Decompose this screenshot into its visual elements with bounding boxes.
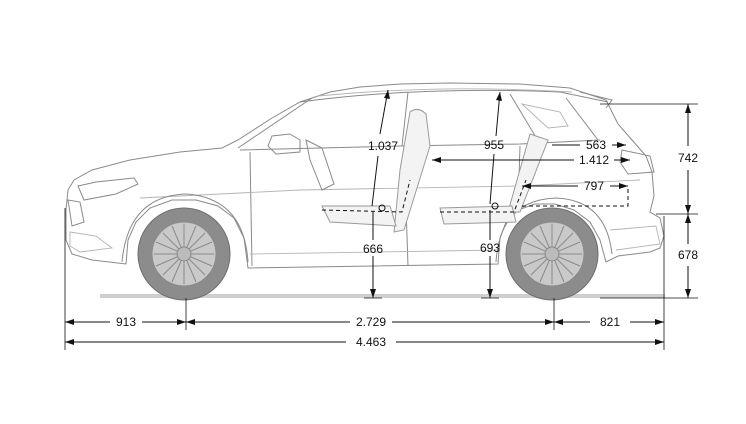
overall-length-label: 4.463: [356, 335, 386, 349]
wheelbase-label: 2.729: [356, 315, 386, 329]
front-seat-cushion: [321, 205, 397, 227]
steering-wheel: [305, 139, 335, 191]
rear-wheel: [505, 207, 599, 301]
cargo-length-floor-label: 797: [584, 179, 604, 193]
front-wheel: [137, 207, 231, 301]
cargo-floor-dashed-outline: [522, 186, 629, 207]
dim-front-overhang: 913: [65, 315, 186, 329]
car-body-outline: [65, 82, 665, 269]
dim-front-headroom: 1.037: [368, 89, 398, 207]
rear-hub: [544, 246, 560, 262]
cargo-length-folded-label: 1.412: [579, 153, 609, 167]
front-seat-dashed-outline: [321, 179, 411, 213]
d-pillar: [565, 97, 599, 141]
dim-front-seat-height: 666: [363, 212, 383, 299]
front-grille: [67, 199, 85, 227]
rear-seat-height-label: 693: [480, 241, 500, 255]
rear-seat-back: [507, 133, 549, 213]
front-bumper-intake: [69, 231, 114, 253]
tailgate-opening-height-label: 742: [678, 151, 698, 165]
taillight: [619, 149, 655, 175]
rear-overhang-label: 821: [600, 315, 620, 329]
dim-tailgate-opening-height: 742: [678, 104, 698, 214]
rear-spoiler: [579, 91, 613, 109]
rear-seat-cushion: [439, 205, 517, 225]
dim-cargo-length-folded: 1.412: [432, 153, 630, 167]
dim-overall-length: 4.463: [65, 335, 664, 349]
seats: [321, 108, 629, 233]
front-seat-height-label: 666: [363, 242, 383, 256]
rear-seat-dashed-outline: [440, 179, 527, 213]
roof-rail: [317, 88, 573, 97]
dim-cargo-length-upper: 563: [552, 138, 626, 152]
side-mirror: [267, 133, 301, 155]
front-seat-back: [393, 108, 431, 233]
dim-rear-seat-height: 693: [480, 210, 500, 299]
dim-rear-headroom: 955: [484, 91, 504, 205]
front-overhang-label: 913: [116, 315, 136, 329]
rear-wheel-arch: [495, 197, 613, 263]
front-wheel-arch: [121, 193, 249, 263]
rear-quarter-window: [520, 103, 569, 129]
front-headroom-label: 1.037: [368, 139, 398, 153]
cargo-length-upper-label: 563: [586, 138, 606, 152]
car-silhouette: [65, 82, 665, 269]
front-h-point-marker: [378, 204, 386, 212]
belt-line: [239, 139, 601, 151]
roof-line: [299, 89, 609, 103]
dim-rear-overhang: 821: [554, 315, 664, 329]
ground-line: [100, 294, 665, 298]
rear-bumper: [609, 225, 661, 251]
dim-wheelbase: 2.729: [186, 315, 554, 329]
dim-cargo-length-floor: 797: [522, 179, 628, 193]
b-pillar: [401, 91, 409, 147]
rear-h-point-marker: [491, 202, 499, 210]
front-door-seam: [249, 151, 253, 267]
loading-sill-height-label: 678: [678, 248, 698, 262]
rear-headroom-label: 955: [484, 138, 504, 152]
a-pillar: [237, 97, 313, 149]
front-hub: [176, 246, 192, 262]
sill-line: [249, 249, 501, 255]
dim-loading-sill-height: 678: [678, 214, 698, 298]
character-line: [139, 179, 641, 199]
extension-lines: [64, 103, 698, 350]
headlight: [77, 177, 139, 201]
